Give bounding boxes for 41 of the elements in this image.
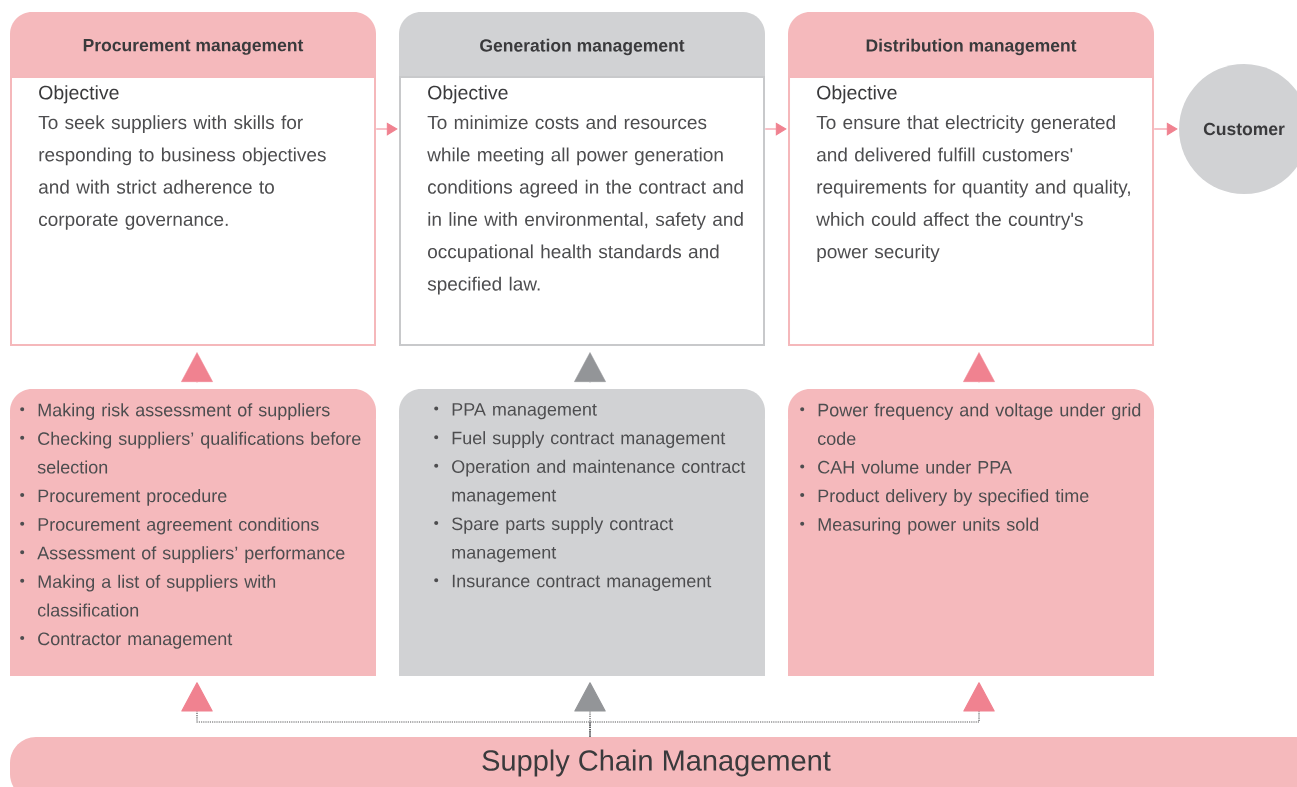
objective-label: Objective (817, 85, 897, 104)
bullet-item: Fuel supply contract management (434, 431, 726, 448)
list-box (788, 389, 1154, 676)
objective-label: Objective (39, 85, 119, 104)
arrow (589, 682, 995, 738)
arrow (963, 352, 995, 384)
box-heading: Procurement management (83, 39, 304, 55)
objective-text: To minimize costs and resources while meeting all power generation conditions agreed in the contract and in line with environmental, safety and occupational health standards and specified law. (427, 115, 743, 295)
box-heading: Distribution management (866, 38, 1077, 56)
arrow (764, 122, 787, 136)
arrow (1153, 122, 1178, 136)
objective-text: To seek suppliers with skills for responding to business objectives and with strict adherence to corporate governance. (38, 115, 326, 230)
bullet-item: Making risk assessment of suppliers (20, 403, 330, 420)
process-box (399, 12, 765, 346)
arrow (375, 122, 398, 136)
arrow (574, 352, 606, 384)
box-heading: Generation management (480, 38, 685, 56)
circle-label: Customer (1203, 122, 1285, 136)
bullet-item: Making a list of suppliers with classification (20, 574, 276, 617)
bullet-item: Procurement procedure (20, 489, 227, 506)
bullet-item: Measuring power units sold (800, 517, 1039, 535)
bullet-item: Insurance contract management (434, 574, 712, 591)
process-box (10, 12, 376, 346)
bullet-item: Assessment of suppliers’ performance (20, 546, 345, 563)
list-box (399, 389, 765, 676)
banner (10, 737, 1297, 787)
bullet-item: Contractor management (20, 632, 233, 649)
bullet-item: Product delivery by specified time (800, 489, 1089, 506)
bullet-item: Spare parts supply contract management (434, 516, 674, 563)
bullet-item: Operation and maintenance contract management (434, 459, 746, 506)
list-box (10, 389, 376, 676)
objective-text: To ensure that electricity generated and delivered fulfill customers' requirements for quantity and quality, which could affect the country's power security (816, 115, 1130, 263)
bullet-item: Power frequency and voltage under grid code (800, 403, 1141, 445)
bullet-item: Checking suppliers’ qualifications before selection (20, 431, 361, 474)
process-box (788, 12, 1154, 346)
bullet-item: Procurement agreement conditions (20, 517, 319, 535)
bullet-item: PPA management (434, 403, 597, 420)
bullet-item: CAH volume under PPA (800, 460, 1012, 474)
objective-label: Objective (428, 85, 508, 104)
arrow (181, 352, 213, 384)
banner-title: Supply Chain Management (482, 749, 831, 777)
